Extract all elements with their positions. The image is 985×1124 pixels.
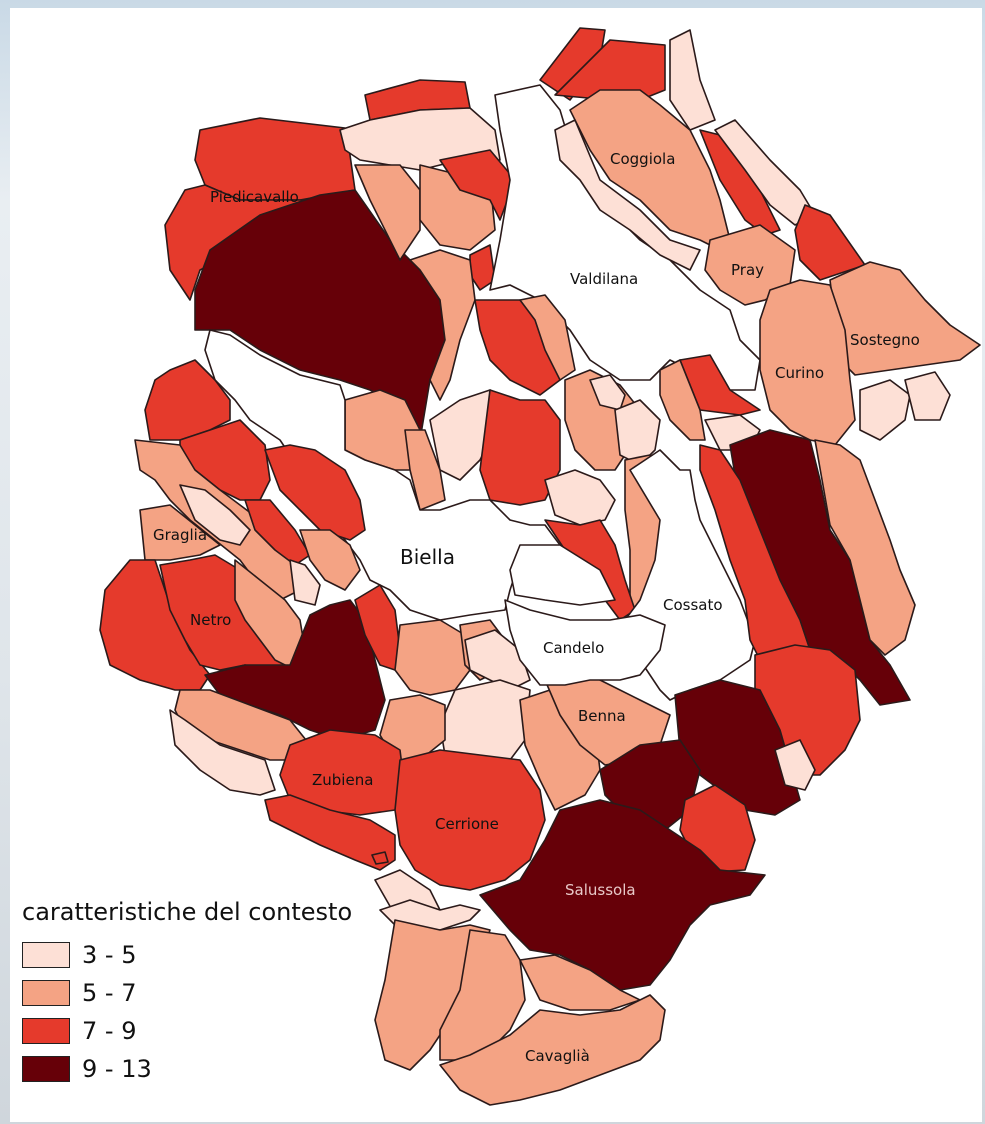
label-netro: Netro (190, 611, 231, 629)
label-cerrione: Cerrione (435, 815, 499, 833)
region-salussola (479, 799, 766, 991)
label-sostegno: Sostegno (850, 331, 920, 349)
legend-label: 7 - 9 (82, 1017, 137, 1045)
region-red-east-top (794, 204, 866, 281)
region-east-pale-small (859, 379, 911, 441)
label-salussola: Salussola (565, 881, 636, 899)
region-centre-pale-1 (589, 374, 626, 411)
region-cavaglia (439, 994, 666, 1106)
region-east-salmon-strip (814, 439, 916, 656)
region-mid-right-salmon (659, 359, 706, 441)
region-top-right-pale (669, 29, 716, 131)
region-mid-salmon-a (409, 249, 476, 401)
label-cossato: Cossato (663, 596, 723, 614)
legend-item: 3 - 5 (22, 936, 422, 974)
label-biella: Biella (400, 545, 455, 569)
region-centre-pale-2 (614, 399, 661, 466)
region-top-pale (339, 107, 501, 171)
label-curino: Curino (775, 364, 824, 382)
legend-item: 9 - 13 (22, 1050, 422, 1088)
region-sw-red-band (264, 794, 396, 871)
region-mid-salmon-c (404, 429, 446, 511)
region-right-of-piedi-1 (354, 164, 421, 261)
region-cerrione (394, 749, 546, 891)
region-right-of-piedi-3 (439, 149, 516, 221)
region-south-red-small (371, 851, 389, 865)
region-sw-salmon-2 (394, 619, 471, 696)
label-benna: Benna (578, 707, 626, 725)
region-candelo (504, 599, 666, 686)
legend-item: 5 - 7 (22, 974, 422, 1012)
region-coggiola-pale (554, 119, 701, 271)
label-pray: Pray (731, 261, 764, 279)
legend-swatch (22, 1018, 70, 1044)
label-cavaglia: Cavaglià (525, 1047, 590, 1065)
legend-label: 3 - 5 (82, 941, 137, 969)
label-coggiola: Coggiola (610, 150, 675, 168)
region-centre-salmon-1 (519, 294, 576, 381)
region-west-red-3 (264, 444, 366, 541)
legend-swatch (22, 1056, 70, 1082)
region-west-pale-2 (289, 559, 321, 606)
region-pray (704, 224, 796, 306)
label-graglia: Graglia (153, 526, 207, 544)
region-sw-pale-3 (439, 679, 531, 761)
region-centre-pale-3 (544, 469, 616, 526)
label-piedicavallo: Piedicavallo (210, 188, 299, 206)
region-white-mid (509, 544, 616, 606)
region-sw-pale-2 (464, 629, 531, 691)
region-west-red-4 (244, 499, 311, 566)
label-valdilana: Valdilana (570, 270, 638, 288)
region-east-pale-small-2 (904, 371, 951, 421)
label-candelo: Candelo (543, 639, 604, 657)
label-zubiena: Zubiena (312, 771, 373, 789)
legend-label: 9 - 13 (82, 1055, 152, 1083)
region-deep-biella-north (194, 189, 446, 441)
region-east-pale-3 (774, 739, 816, 791)
legend-item: 7 - 9 (22, 1012, 422, 1050)
legend-swatch (22, 942, 70, 968)
region-centre-red-2 (479, 389, 561, 506)
legend: caratteristiche del contesto 3 - 5 5 - 7… (22, 898, 422, 1088)
legend-label: 5 - 7 (82, 979, 137, 1007)
region-west-salmon-2 (299, 529, 361, 591)
region-west-pale-1 (179, 484, 251, 546)
legend-title: caratteristiche del contesto (22, 898, 353, 926)
region-sostegno (829, 261, 981, 376)
legend-swatch (22, 980, 70, 1006)
region-sw-pale (169, 709, 276, 796)
